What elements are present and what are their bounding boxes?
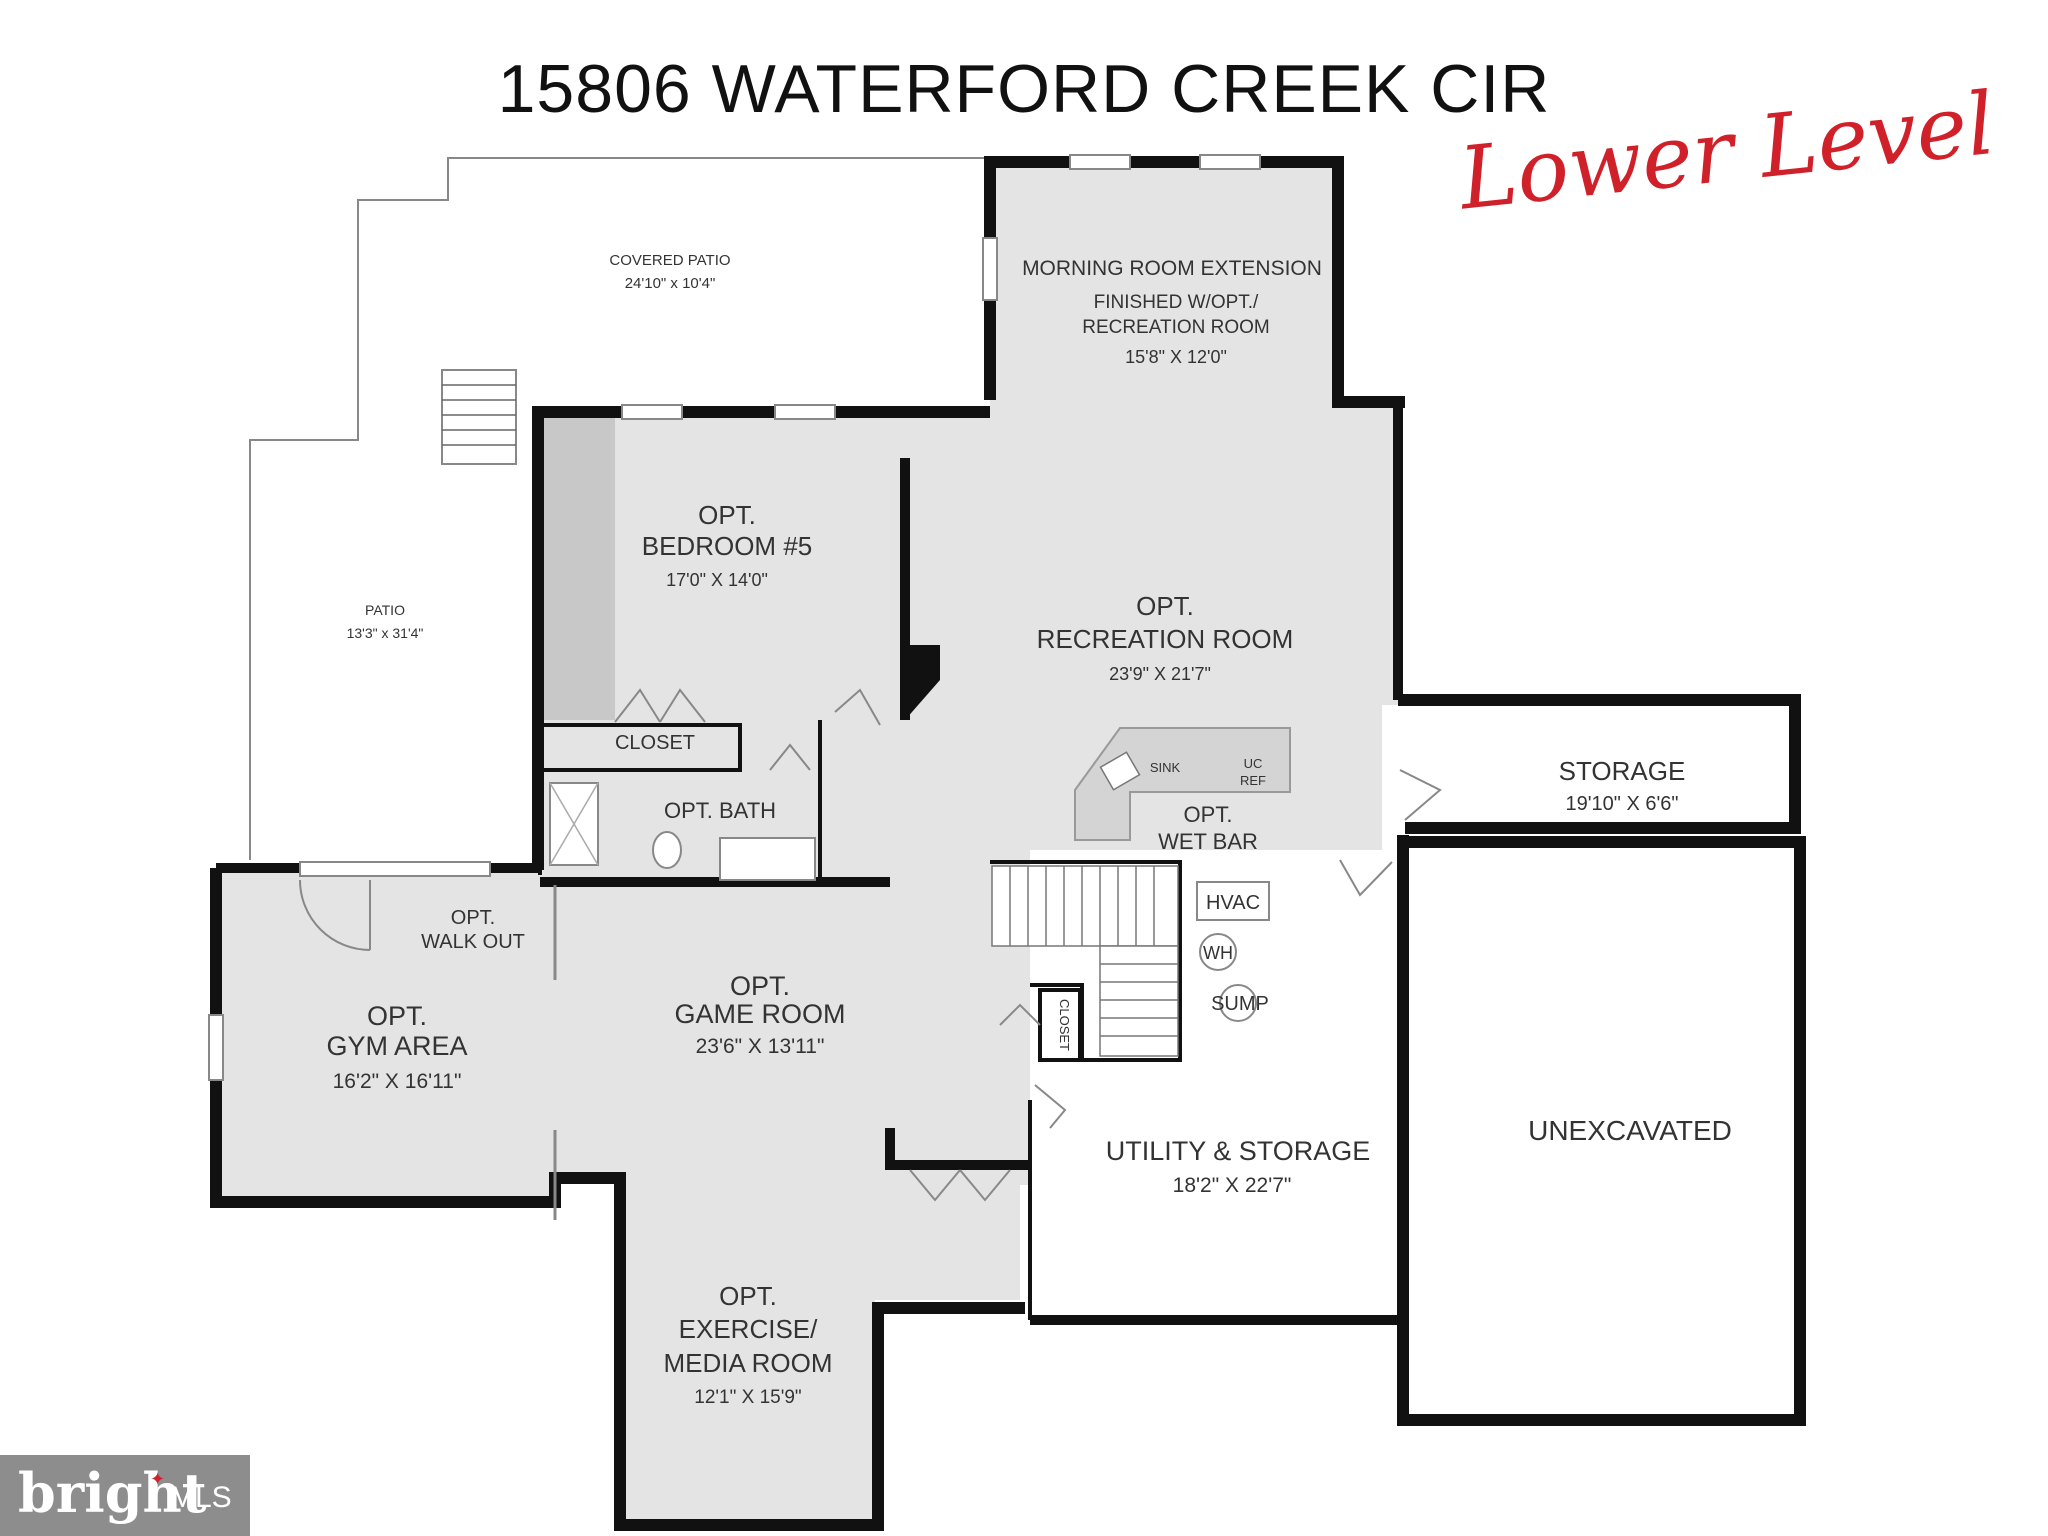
closet-wall <box>540 723 742 772</box>
window <box>1199 154 1261 170</box>
exercise-label-1: OPT. <box>719 1281 777 1311</box>
walkout-window <box>299 861 491 877</box>
morning-room-line2: FINISHED W/OPT./ <box>1094 292 1259 313</box>
game-size: 23'6" X 13'11" <box>696 1035 825 1058</box>
windows <box>208 154 1261 1081</box>
storage-label: STORAGE <box>1559 756 1686 786</box>
outdoor-outlines <box>249 157 990 860</box>
walk-out-label-2: WALK OUT <box>421 931 525 953</box>
window <box>1069 154 1131 170</box>
gym-label-2: GYM AREA <box>326 1031 467 1061</box>
sink-label: SINK <box>1150 760 1181 775</box>
recreation-label-1: OPT. <box>1136 591 1194 621</box>
storage-wall <box>1398 694 1801 834</box>
bath-label: OPT. BATH <box>664 798 776 823</box>
utility-west-door-icon <box>1034 1084 1067 1129</box>
interior-stairs <box>991 865 1179 1057</box>
bedroom-closet-shading <box>540 410 615 720</box>
sump-label: SUMP <box>1211 993 1269 1015</box>
vanity-icon <box>719 837 816 881</box>
window <box>621 404 683 420</box>
utility-label: UTILITY & STORAGE <box>1106 1136 1371 1166</box>
bedroom-label-1: OPT. <box>698 500 756 530</box>
storage-door-icon <box>1399 769 1442 821</box>
storage-fill <box>1402 710 1797 825</box>
exercise-door-icon <box>909 1169 961 1202</box>
toilet-icon <box>652 831 682 869</box>
patio-label: PATIO <box>365 602 405 618</box>
covered-patio-size: 24'10" x 10'4" <box>625 275 716 292</box>
utility-door-icon <box>1339 859 1393 897</box>
wh-label: WH <box>1203 943 1233 963</box>
gym-label-1: OPT. <box>367 1001 427 1031</box>
unexcavated-label: UNEXCAVATED <box>1528 1115 1732 1146</box>
walkout-door-icon <box>299 879 371 951</box>
sink-icon <box>1099 751 1141 791</box>
stair-closet-door-icon <box>999 1003 1041 1026</box>
bedroom-door-icon <box>834 688 881 726</box>
hvac-icon <box>1196 881 1270 921</box>
morning-room-size: 15'8" X 12'0" <box>1125 347 1227 367</box>
exterior-stair-treads <box>442 384 516 446</box>
patio-outline <box>249 200 359 860</box>
bedroom-label-2: BEDROOM #5 <box>642 531 813 561</box>
sump-icon <box>1219 984 1257 1022</box>
bright-mls-logo: bright ✦ MLS <box>0 1455 250 1536</box>
column <box>905 645 940 720</box>
bedroom-wall <box>532 406 990 870</box>
game-label-1: OPT. <box>730 971 790 1001</box>
exercise-label-2: EXERCISE/ <box>679 1314 818 1344</box>
wet-bar-label-2: WET BAR <box>1158 829 1258 854</box>
uc-label: UC <box>1244 756 1263 771</box>
doors <box>299 688 1442 1202</box>
morning-room-label: MORNING ROOM EXTENSION <box>1022 257 1322 280</box>
unexcavated-fill <box>1420 845 1790 1420</box>
logo-star-icon: ✦ <box>150 1469 166 1490</box>
recreation-size: 23'9" X 21'7" <box>1109 664 1211 684</box>
walk-out-label-1: OPT. <box>451 907 495 929</box>
patio-size: 13'3" x 31'4" <box>347 625 424 641</box>
covered-patio-label: COVERED PATIO <box>609 252 730 269</box>
window <box>982 237 998 301</box>
morning-room-line3: RECREATION ROOM <box>1082 317 1270 338</box>
window <box>208 1014 224 1081</box>
stair-wall <box>990 860 1182 1062</box>
hvac-label: HVAC <box>1206 892 1260 914</box>
page-title: 15806 WATERFORD CREEK CIR <box>497 51 1551 127</box>
logo-brand: bright <box>18 1461 207 1525</box>
exterior-stairs <box>441 369 517 465</box>
ref-label: REF <box>1240 773 1266 788</box>
exercise-north-wall <box>885 1128 1030 1170</box>
wet-bar-label-1: OPT. <box>1184 802 1233 827</box>
closet-door-icon <box>614 688 661 723</box>
logo-suffix: MLS <box>170 1481 232 1514</box>
closet-label: CLOSET <box>615 732 695 754</box>
window <box>774 404 836 420</box>
stair-closet-label: CLOSET <box>1057 999 1072 1051</box>
unexcavated-wall <box>1397 835 1806 1426</box>
recreation-label-2: RECREATION ROOM <box>1037 624 1294 654</box>
bath-door-icon <box>769 743 811 771</box>
gym-size: 16'2" X 16'11" <box>333 1070 462 1093</box>
bedroom-size: 17'0" X 14'0" <box>666 570 768 590</box>
south-wall <box>210 868 1025 1531</box>
utility-size: 18'2" X 22'7" <box>1173 1174 1292 1197</box>
exercise-label-3: MEDIA ROOM <box>663 1348 832 1378</box>
water-heater-icon <box>1199 933 1237 971</box>
exercise-size: 12'1" X 15'9" <box>694 1387 801 1408</box>
storage-size: 19'10" X 6'6" <box>1565 793 1678 815</box>
game-label-2: GAME ROOM <box>674 999 845 1029</box>
